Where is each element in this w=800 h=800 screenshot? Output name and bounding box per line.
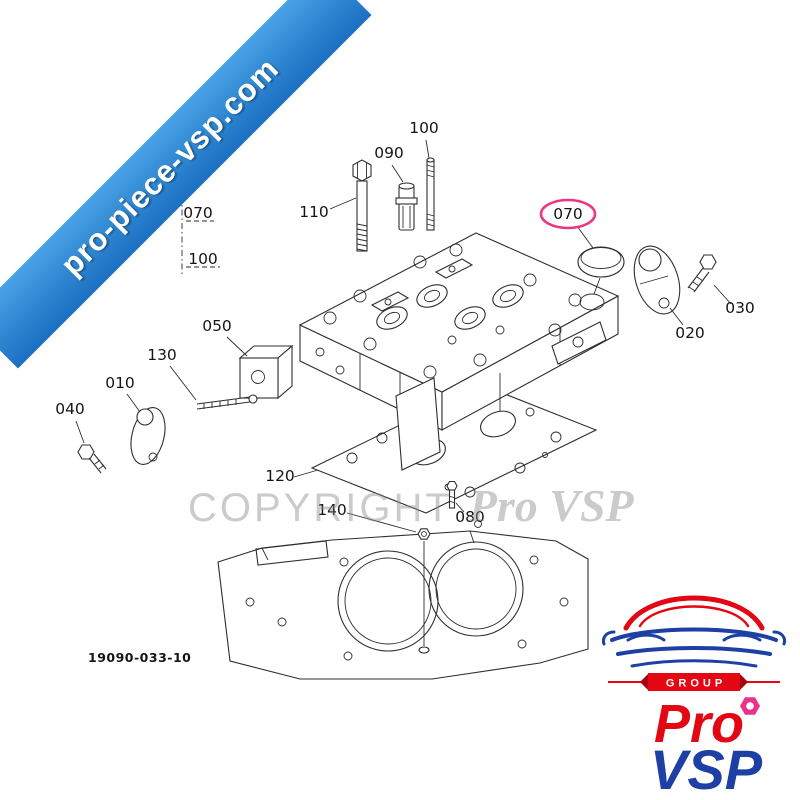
part-labels: 100 090 110 070 100 070 030 020 050 130 … (55, 119, 755, 665)
nut-icon (740, 697, 760, 715)
part-bracket-050 (238, 344, 294, 400)
part-cap-070 (577, 246, 625, 295)
part-nut-140 (417, 528, 431, 654)
part-bracket-020 (633, 245, 681, 315)
label-130: 130 (147, 346, 177, 364)
part-bolt-110 (352, 159, 372, 252)
label-010: 010 (105, 374, 135, 392)
logo-vsp-text: VSP (650, 738, 763, 794)
logo-pro-text: Pro (654, 694, 744, 754)
drawing-number: 19090-033-10 (88, 650, 191, 665)
highlight-ellipse-070 (539, 198, 597, 230)
label-040: 040 (55, 400, 85, 418)
engine-block (217, 530, 589, 680)
label-070-circled: 070 (553, 205, 583, 223)
label-140: 140 (317, 501, 347, 519)
label-100-ref: 100 (188, 250, 218, 268)
label-120: 120 (265, 467, 295, 485)
label-070-ref: 070 (183, 204, 213, 222)
reference-bracket (181, 196, 220, 274)
part-stud-130 (196, 394, 258, 410)
part-bolt-040 (77, 444, 107, 474)
part-bolt-080 (446, 480, 458, 509)
label-030: 030 (725, 299, 755, 317)
provsp-logo: GROUP Pro VSP (602, 595, 786, 794)
part-cylinder-head (298, 232, 620, 471)
part-bolt-030 (687, 254, 717, 293)
leader-lines (75, 139, 732, 533)
car-icon (602, 595, 786, 668)
part-plate-010 (130, 407, 166, 465)
label-050: 050 (202, 317, 232, 335)
label-020: 020 (675, 324, 705, 342)
label-100-top: 100 (409, 119, 439, 137)
part-stud-100 (426, 157, 435, 231)
label-090: 090 (374, 144, 404, 162)
label-110: 110 (299, 203, 329, 221)
label-080: 080 (455, 508, 485, 526)
part-valve-guide-090 (395, 182, 418, 231)
group-banner-text: GROUP (666, 678, 726, 690)
group-banner: GROUP (608, 673, 780, 691)
